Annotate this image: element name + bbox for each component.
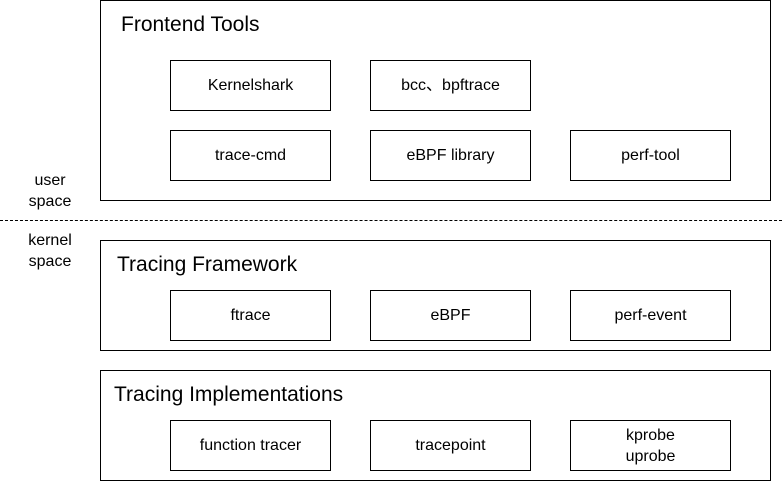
kernel-space-label: kernel space (28, 232, 72, 270)
perf-event-box: perf-event (570, 290, 731, 341)
frontend-tools-title: Frontend Tools (121, 13, 260, 36)
ebpf-box: eBPF (370, 290, 531, 341)
user-space-label: user space (28, 172, 72, 210)
function-tracer-box: function tracer (170, 420, 331, 471)
trace-cmd-box: trace-cmd (170, 130, 331, 181)
bcc-bpftrace-box: bcc、bpftrace (370, 60, 531, 111)
tracing-framework-title: Tracing Framework (117, 253, 298, 276)
perf-tool-box: perf-tool (570, 130, 731, 181)
tracepoint-box: tracepoint (370, 420, 531, 471)
ebpf-library-box: eBPF library (370, 130, 531, 181)
ftrace-box: ftrace (170, 290, 331, 341)
kernelshark-box: Kernelshark (170, 60, 331, 111)
tracing-implementations-title: Tracing Implementations (114, 383, 344, 406)
kprobe-uprobe-box: kprobe uprobe (570, 420, 731, 471)
user-kernel-divider (0, 220, 782, 221)
